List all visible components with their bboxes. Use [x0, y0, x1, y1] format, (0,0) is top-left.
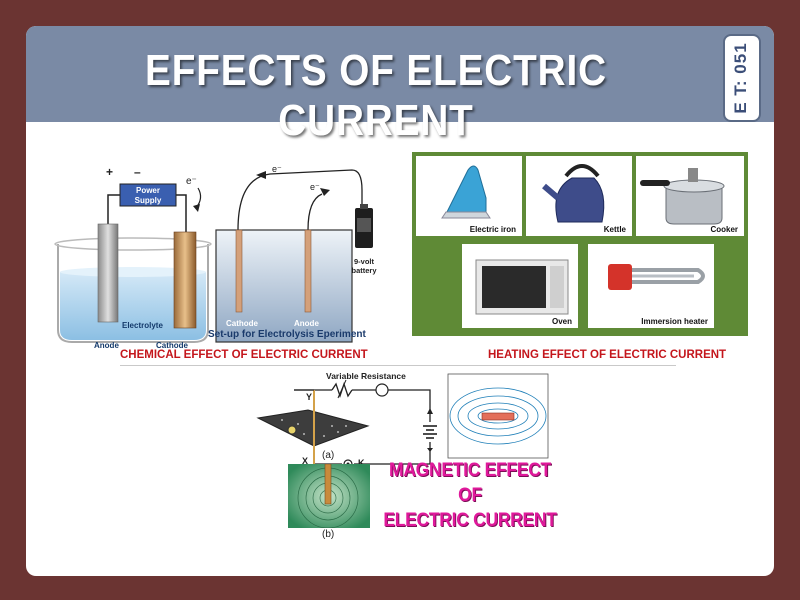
appliance-label-iron: Electric iron: [470, 225, 516, 234]
compass-icon: [287, 425, 297, 435]
slide-code: E T: 051: [731, 42, 750, 114]
cathode-rod: [173, 231, 197, 329]
iron-filings-photo: [288, 464, 370, 528]
kettle-tile: Kettle: [526, 156, 632, 236]
heating-appliances-panel: Electric iron Kettle Cooker Oven: [412, 152, 748, 336]
electrolytic-cell-diagram: + – e⁻ Power Supply Electrolyte Anode Ca…: [54, 165, 212, 350]
magnetic-effect-title: MAGNETIC EFFECT OF ELECTRIC CURRENT: [378, 458, 562, 533]
electron-label-mid: e⁻: [310, 182, 320, 192]
power-supply-label-2: Supply: [135, 196, 162, 205]
ammeter-icon: [375, 383, 389, 397]
variable-resistance-label: Variable Resistance: [326, 371, 406, 381]
key-k-label: K: [358, 458, 365, 468]
power-supply-label-1: Power: [136, 186, 160, 195]
magnetic-title-line-2: ELECTRIC CURRENT: [383, 510, 557, 531]
minus-sign: –: [134, 165, 141, 179]
appliance-label-oven: Oven: [552, 317, 572, 326]
caption-divider: [120, 365, 676, 366]
electron-label-top: e⁻: [272, 166, 282, 174]
title-bar: EFFECTS OF ELECTRIC CURRENT E T: 051: [26, 26, 774, 145]
oven-tile: Oven: [462, 244, 578, 328]
chemical-effect-caption: CHEMICAL EFFECT OF ELECTRIC CURRENT: [120, 349, 368, 361]
point-y-label: Y: [306, 392, 312, 402]
setup-anode-rod: [304, 229, 312, 313]
cooker-tile: Cooker: [636, 156, 744, 236]
electrolysis-setup-diagram: e⁻ e⁻ Cathode Anode 9-volt battery: [215, 166, 377, 343]
slide-title: EFFECTS OF ELECTRIC CURRENT: [145, 46, 607, 145]
setup-cathode-rod: [235, 229, 243, 313]
immersion-heater-tile: Immersion heater: [588, 244, 714, 328]
electric-iron-tile: Electric iron: [416, 156, 522, 236]
setup-anode-label: Anode: [294, 319, 319, 328]
slide: EFFECTS OF ELECTRIC CURRENT E T: 051 + –: [26, 26, 774, 576]
heating-effect-caption: HEATING EFFECT OF ELECTRIC CURRENT: [488, 349, 727, 361]
appliance-label-immersion: Immersion heater: [641, 317, 708, 326]
appliance-label-kettle: Kettle: [604, 225, 627, 234]
cathode-label: Cathode: [156, 341, 189, 350]
battery-label-2: battery: [351, 266, 377, 275]
point-x-label: X: [302, 456, 308, 466]
diagram-b-label: (b): [322, 529, 335, 540]
battery-label-1: 9-volt: [354, 257, 375, 266]
magnetic-title-line-1: MAGNETIC EFFECT OF: [389, 460, 551, 506]
electrolyte-label: Electrolyte: [122, 321, 163, 330]
anode-rod: [97, 223, 119, 323]
magnetic-circuit-diagram: Variable Resistance Y X K: [256, 371, 549, 468]
appliance-label-cooker: Cooker: [710, 225, 738, 234]
vertical-wire: [324, 464, 332, 505]
anode-label: Anode: [94, 341, 119, 350]
electron-label: e⁻: [186, 176, 197, 187]
setup-caption: Set-up for Electrolysis Eperiment: [208, 329, 366, 340]
diagram-a-label: (a): [322, 450, 335, 461]
slide-code-badge: E T: 051: [723, 34, 761, 122]
bar-magnet-icon: [481, 412, 515, 421]
setup-cathode-label: Cathode: [226, 319, 259, 328]
plus-sign: +: [106, 165, 113, 179]
